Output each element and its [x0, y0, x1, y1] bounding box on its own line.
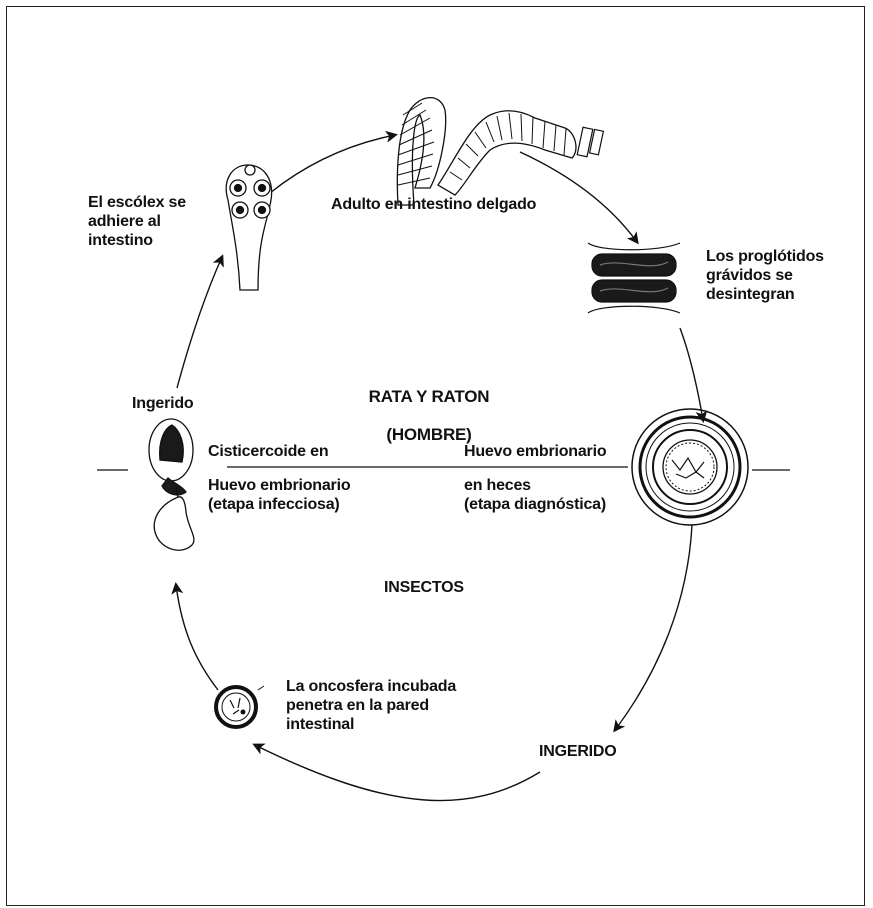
scolex-label: El escólex se adhiere al intestino: [88, 193, 186, 250]
cysticercoid-illustration: [149, 419, 194, 550]
adult-label: Adulto en intestino delgado: [331, 195, 536, 214]
egg-bottom-label: en heces (etapa diagnóstica): [464, 476, 606, 514]
insects-label: INSECTOS: [384, 578, 464, 597]
embryonated-egg-illustration: [632, 409, 748, 525]
gravid-proglottids-illustration: [588, 243, 680, 313]
oncosphere-label: La oncosfera incubada penetra en la pare…: [286, 677, 456, 734]
oncosphere-illustration: [216, 686, 264, 727]
arrow-proglottids-to-egg: [680, 328, 703, 420]
cysticercoid-bottom-label: Huevo embrionario (etapa infecciosa): [208, 476, 350, 514]
ingested-bottom-label: INGERIDO: [539, 742, 617, 761]
adult-tapeworm-illustration: [397, 98, 603, 205]
arrow-egg-to-ingested: [615, 525, 692, 730]
host-label-line1: RATA Y RATON: [352, 387, 506, 406]
egg-top-label: Huevo embrionario: [464, 442, 606, 461]
arrow-oncosphere-to-cysticercoid: [176, 585, 218, 690]
arrow-adult-to-proglottids: [520, 152, 637, 242]
arrow-scolex-to-adult: [270, 135, 395, 193]
arrow-ingested-to-oncosphere: [255, 745, 540, 801]
host-divider-line: [97, 467, 790, 470]
ingested-top-label: Ingerido: [132, 394, 194, 413]
arrow-ingested-to-scolex: [177, 257, 222, 388]
cysticercoid-top-label: Cisticercoide en: [208, 442, 328, 461]
proglottids-label: Los proglótidos grávidos se desintegran: [706, 247, 824, 304]
scolex-illustration: [226, 165, 271, 290]
